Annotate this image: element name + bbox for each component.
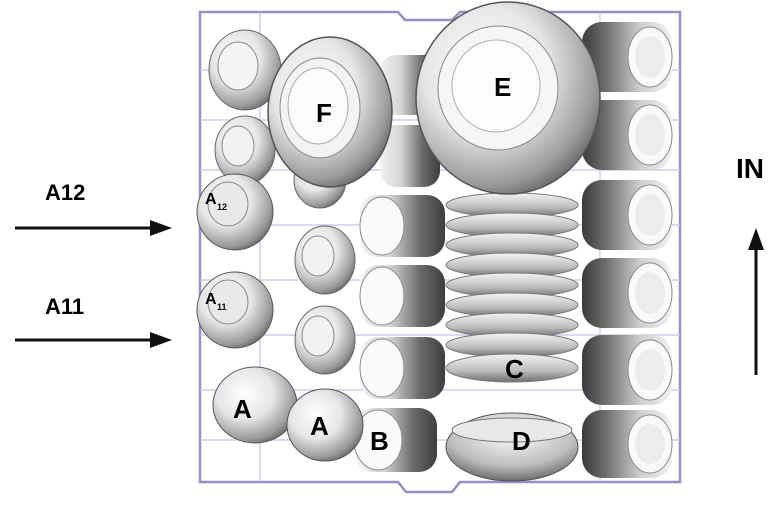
label-a12-small: A xyxy=(205,191,217,208)
cup-a12 xyxy=(196,173,274,251)
cup-left-2 xyxy=(214,115,276,185)
label-a-left: A xyxy=(233,394,252,424)
cup-inner-2 xyxy=(294,305,356,375)
cup-right-5 xyxy=(582,335,673,405)
arrow-a11 xyxy=(15,332,172,348)
plate-e xyxy=(415,1,601,195)
cup-mid-b xyxy=(353,408,437,472)
cup-right-3 xyxy=(582,180,673,250)
label-e: E xyxy=(494,72,511,102)
label-a-right: A xyxy=(310,411,329,441)
right-cups xyxy=(582,22,673,478)
cup-mid-2 xyxy=(359,265,445,327)
label-c: C xyxy=(505,354,524,384)
cup-right-1 xyxy=(582,22,673,92)
cup-left-top xyxy=(208,29,282,111)
cup-mid-1 xyxy=(359,195,445,257)
arrow-a12 xyxy=(15,220,172,236)
label-a11-small: A xyxy=(205,291,217,308)
cup-right-4 xyxy=(582,258,673,328)
arrow-in xyxy=(748,228,764,375)
stacked-plates-c xyxy=(445,192,579,383)
label-in: IN xyxy=(736,153,764,184)
label-d: D xyxy=(512,426,531,456)
bowl-a-left xyxy=(212,366,298,444)
label-b: B xyxy=(370,426,389,456)
cup-a11 xyxy=(196,271,274,349)
cup-right-2 xyxy=(582,100,673,170)
bowl-d xyxy=(445,412,579,482)
cup-mid-3 xyxy=(359,337,445,399)
label-a12: A12 xyxy=(45,180,85,205)
label-f: F xyxy=(316,98,332,128)
label-a11: A11 xyxy=(45,294,84,319)
cup-inner-1 xyxy=(294,225,356,295)
plate-f xyxy=(267,36,393,188)
label-a11-small-sub: 11 xyxy=(217,302,227,312)
label-a12-small-sub: 12 xyxy=(217,202,227,212)
cup-right-6 xyxy=(582,410,673,478)
bowl-a-right xyxy=(286,388,364,462)
rack-frame xyxy=(198,10,682,494)
